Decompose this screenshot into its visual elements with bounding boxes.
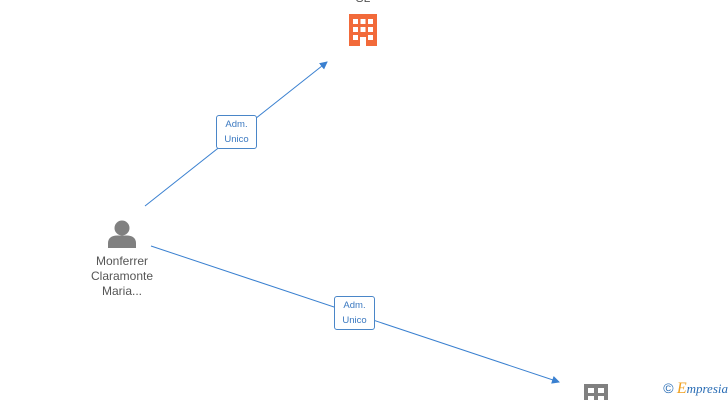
person-name-line: Maria... (101, 284, 142, 298)
edge-role-line: Adm. (343, 300, 366, 311)
edge-role-label: Adm. Unico (216, 115, 257, 149)
edge-role-line: Unico (342, 315, 367, 326)
copyright-symbol: © (663, 380, 674, 396)
person-name-line: Claramonte (90, 269, 154, 283)
edge-role-line: Adm. (225, 119, 248, 130)
person-icon[interactable] (108, 220, 136, 249)
building-icon[interactable] (349, 14, 377, 46)
building-icon[interactable] (584, 384, 608, 400)
empresia-watermark: © Empresia (663, 380, 728, 398)
person-name-line: Monferrer (95, 254, 148, 268)
person-name-label[interactable]: Monferrer Claramonte Maria... (72, 254, 172, 299)
brand-name: mpresia (686, 381, 728, 396)
company-name-label[interactable]: SL (340, 0, 386, 5)
brand-initial: E (676, 380, 687, 397)
edge-role-label: Adm. Unico (334, 296, 375, 330)
edge-role-line: Unico (224, 134, 249, 145)
